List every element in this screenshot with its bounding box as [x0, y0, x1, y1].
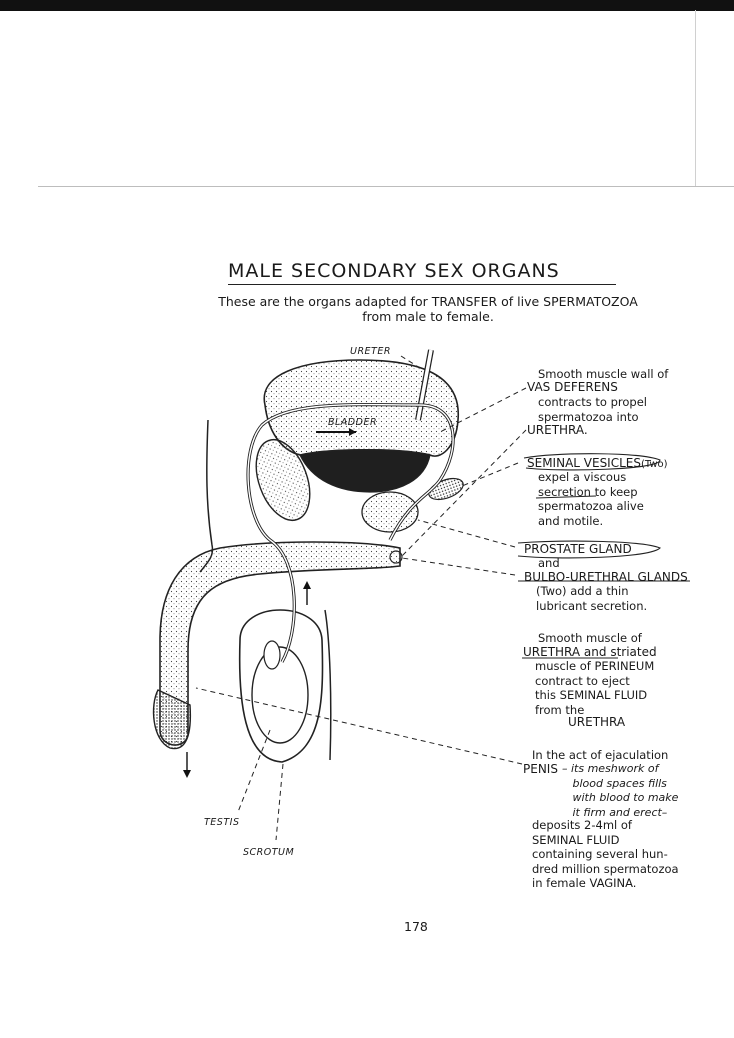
- leader-scrotum: [275, 763, 284, 841]
- pen-loop-seminal-vesicles: [523, 453, 661, 471]
- epididymis: [263, 640, 281, 670]
- bulbo-urethral-heading: BULBO-URETHRAL GLANDS: [524, 570, 688, 584]
- penis-italic-body: – its meshwork of blood spaces fills wit…: [562, 762, 679, 819]
- body-outline: [199, 419, 214, 573]
- urethra-muscle-heading: URETHRA and striated: [523, 645, 657, 659]
- pubic-bone: [255, 438, 311, 522]
- vas-deferens-body: contracts to propel spermatozoa into: [538, 395, 647, 424]
- penis-body: deposits 2-4ml of SEMINAL FLUID containi…: [532, 818, 679, 891]
- leader-penis: [195, 687, 523, 765]
- flow-arrow-down-head: [183, 770, 191, 778]
- urethra-muscle-tail: URETHRA: [568, 715, 626, 729]
- thigh-outline: [324, 609, 332, 761]
- sheet-edge: [695, 10, 696, 192]
- urethra-muscle-intro: Smooth muscle of: [538, 631, 642, 645]
- leader-lines: [195, 355, 527, 841]
- penis-heading: PENIS: [523, 762, 558, 776]
- testis-label: TESTIS: [204, 817, 240, 828]
- vas-deferens-intro: Smooth muscle wall of: [538, 367, 669, 381]
- urethra-muscle-body: muscle of PERINEUM contract to eject thi…: [535, 659, 655, 717]
- leader-seminal-vesicles: [461, 462, 519, 487]
- prostate-joiner: and: [538, 556, 560, 570]
- leader-prostate: [417, 519, 516, 548]
- prostate-heading: PROSTATE GLAND: [524, 542, 632, 556]
- seminal-vesicles-body: expel a viscous secretion to keep sperma…: [538, 470, 644, 528]
- vas-deferens-tail: URETHRA.: [527, 423, 588, 437]
- bladder-label: BLADDER: [328, 417, 378, 428]
- subtitle-line-2: from male to female.: [362, 309, 494, 324]
- penis-intro: In the act of ejaculation: [532, 748, 669, 762]
- scrotum-label: SCROTUM: [243, 847, 295, 858]
- leader-ureter: [400, 355, 421, 369]
- seminal-vesicles-title: SEMINAL VESICLES: [527, 456, 641, 470]
- flow-arrow-up-head: [303, 581, 311, 589]
- leader-testis: [237, 729, 271, 813]
- prostate-gland: [361, 491, 419, 533]
- ureter-label: URETER: [350, 346, 391, 357]
- leader-bulbo: [401, 557, 516, 576]
- seminal-vesicles-heading: SEMINAL VESICLES(Two): [527, 456, 668, 470]
- vas-deferens-heading: VAS DEFERENS: [527, 380, 618, 394]
- leader-vas-deferens: [439, 387, 527, 433]
- prostate-body: (Two) add a thin lubricant secretion.: [536, 584, 648, 613]
- bladder-cavity: [299, 449, 431, 493]
- subtitle-line-1: These are the organs adapted for TRANSFE…: [218, 294, 638, 309]
- glans: [152, 689, 192, 750]
- flow-arrow-bladder-head: [349, 428, 356, 436]
- testis: [251, 646, 309, 744]
- page-sheet: [38, 186, 734, 1038]
- leader-urethra: [399, 429, 527, 559]
- page-number: 178: [404, 919, 428, 934]
- title-underline: [228, 284, 616, 285]
- page-title: MALE SECONDARY SEX ORGANS: [228, 260, 560, 282]
- seminal-vesicles-count: (Two): [641, 459, 668, 470]
- pen-marks: [517, 453, 690, 659]
- pen-loop-prostate: [517, 540, 661, 559]
- page-subtitle: These are the organs adapted for TRANSFE…: [168, 294, 688, 324]
- scan-top-border: [0, 0, 734, 11]
- pen-underline-secretion: [535, 495, 597, 499]
